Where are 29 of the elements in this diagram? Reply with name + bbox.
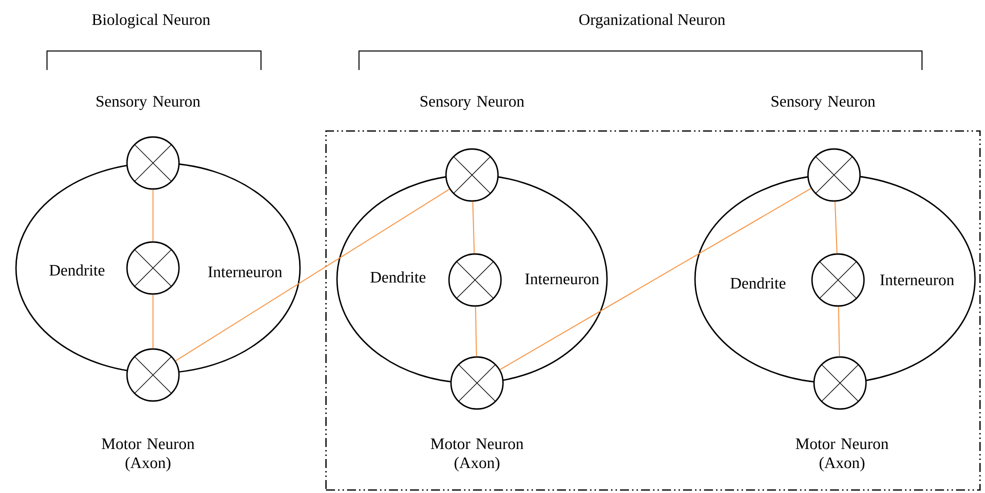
- node-label: Interneuron: [880, 274, 954, 286]
- group-title: Organizational Neuron: [579, 14, 726, 28]
- crossed-circle: [445, 148, 499, 202]
- node-label: Motor Neuron (Axon): [430, 438, 524, 472]
- connector-line: [834, 201, 838, 254]
- connector-line: [475, 306, 477, 357]
- crossed-circle: [813, 356, 867, 410]
- node-label: Sensory Neuron: [772, 96, 876, 110]
- crossed-circle: [450, 356, 504, 410]
- node-label: Interneuron: [525, 274, 600, 284]
- connector-line: [152, 189, 154, 242]
- connector-line: [500, 188, 812, 370]
- dash-dot-frame: [325, 130, 981, 491]
- connector-line: [152, 294, 154, 349]
- crossed-circle: [811, 253, 865, 307]
- node-label: Sensory Neuron: [96, 96, 200, 110]
- node-label: Sensory Neuron: [420, 96, 524, 110]
- crossed-circle: [807, 148, 861, 202]
- connector-line: [175, 188, 450, 362]
- crossed-circle: [448, 253, 502, 307]
- crossed-circle: [126, 136, 180, 190]
- node-label: Motor Neuron (Axon): [796, 438, 888, 472]
- crossed-circle: [126, 348, 180, 402]
- crossed-circle: [126, 241, 180, 295]
- connector-line: [472, 201, 475, 254]
- connector-line: [838, 306, 840, 357]
- node-label: Motor Neuron (Axon): [102, 438, 194, 472]
- group-title: Biological Neuron: [92, 14, 210, 28]
- node-label: Interneuron: [208, 266, 282, 278]
